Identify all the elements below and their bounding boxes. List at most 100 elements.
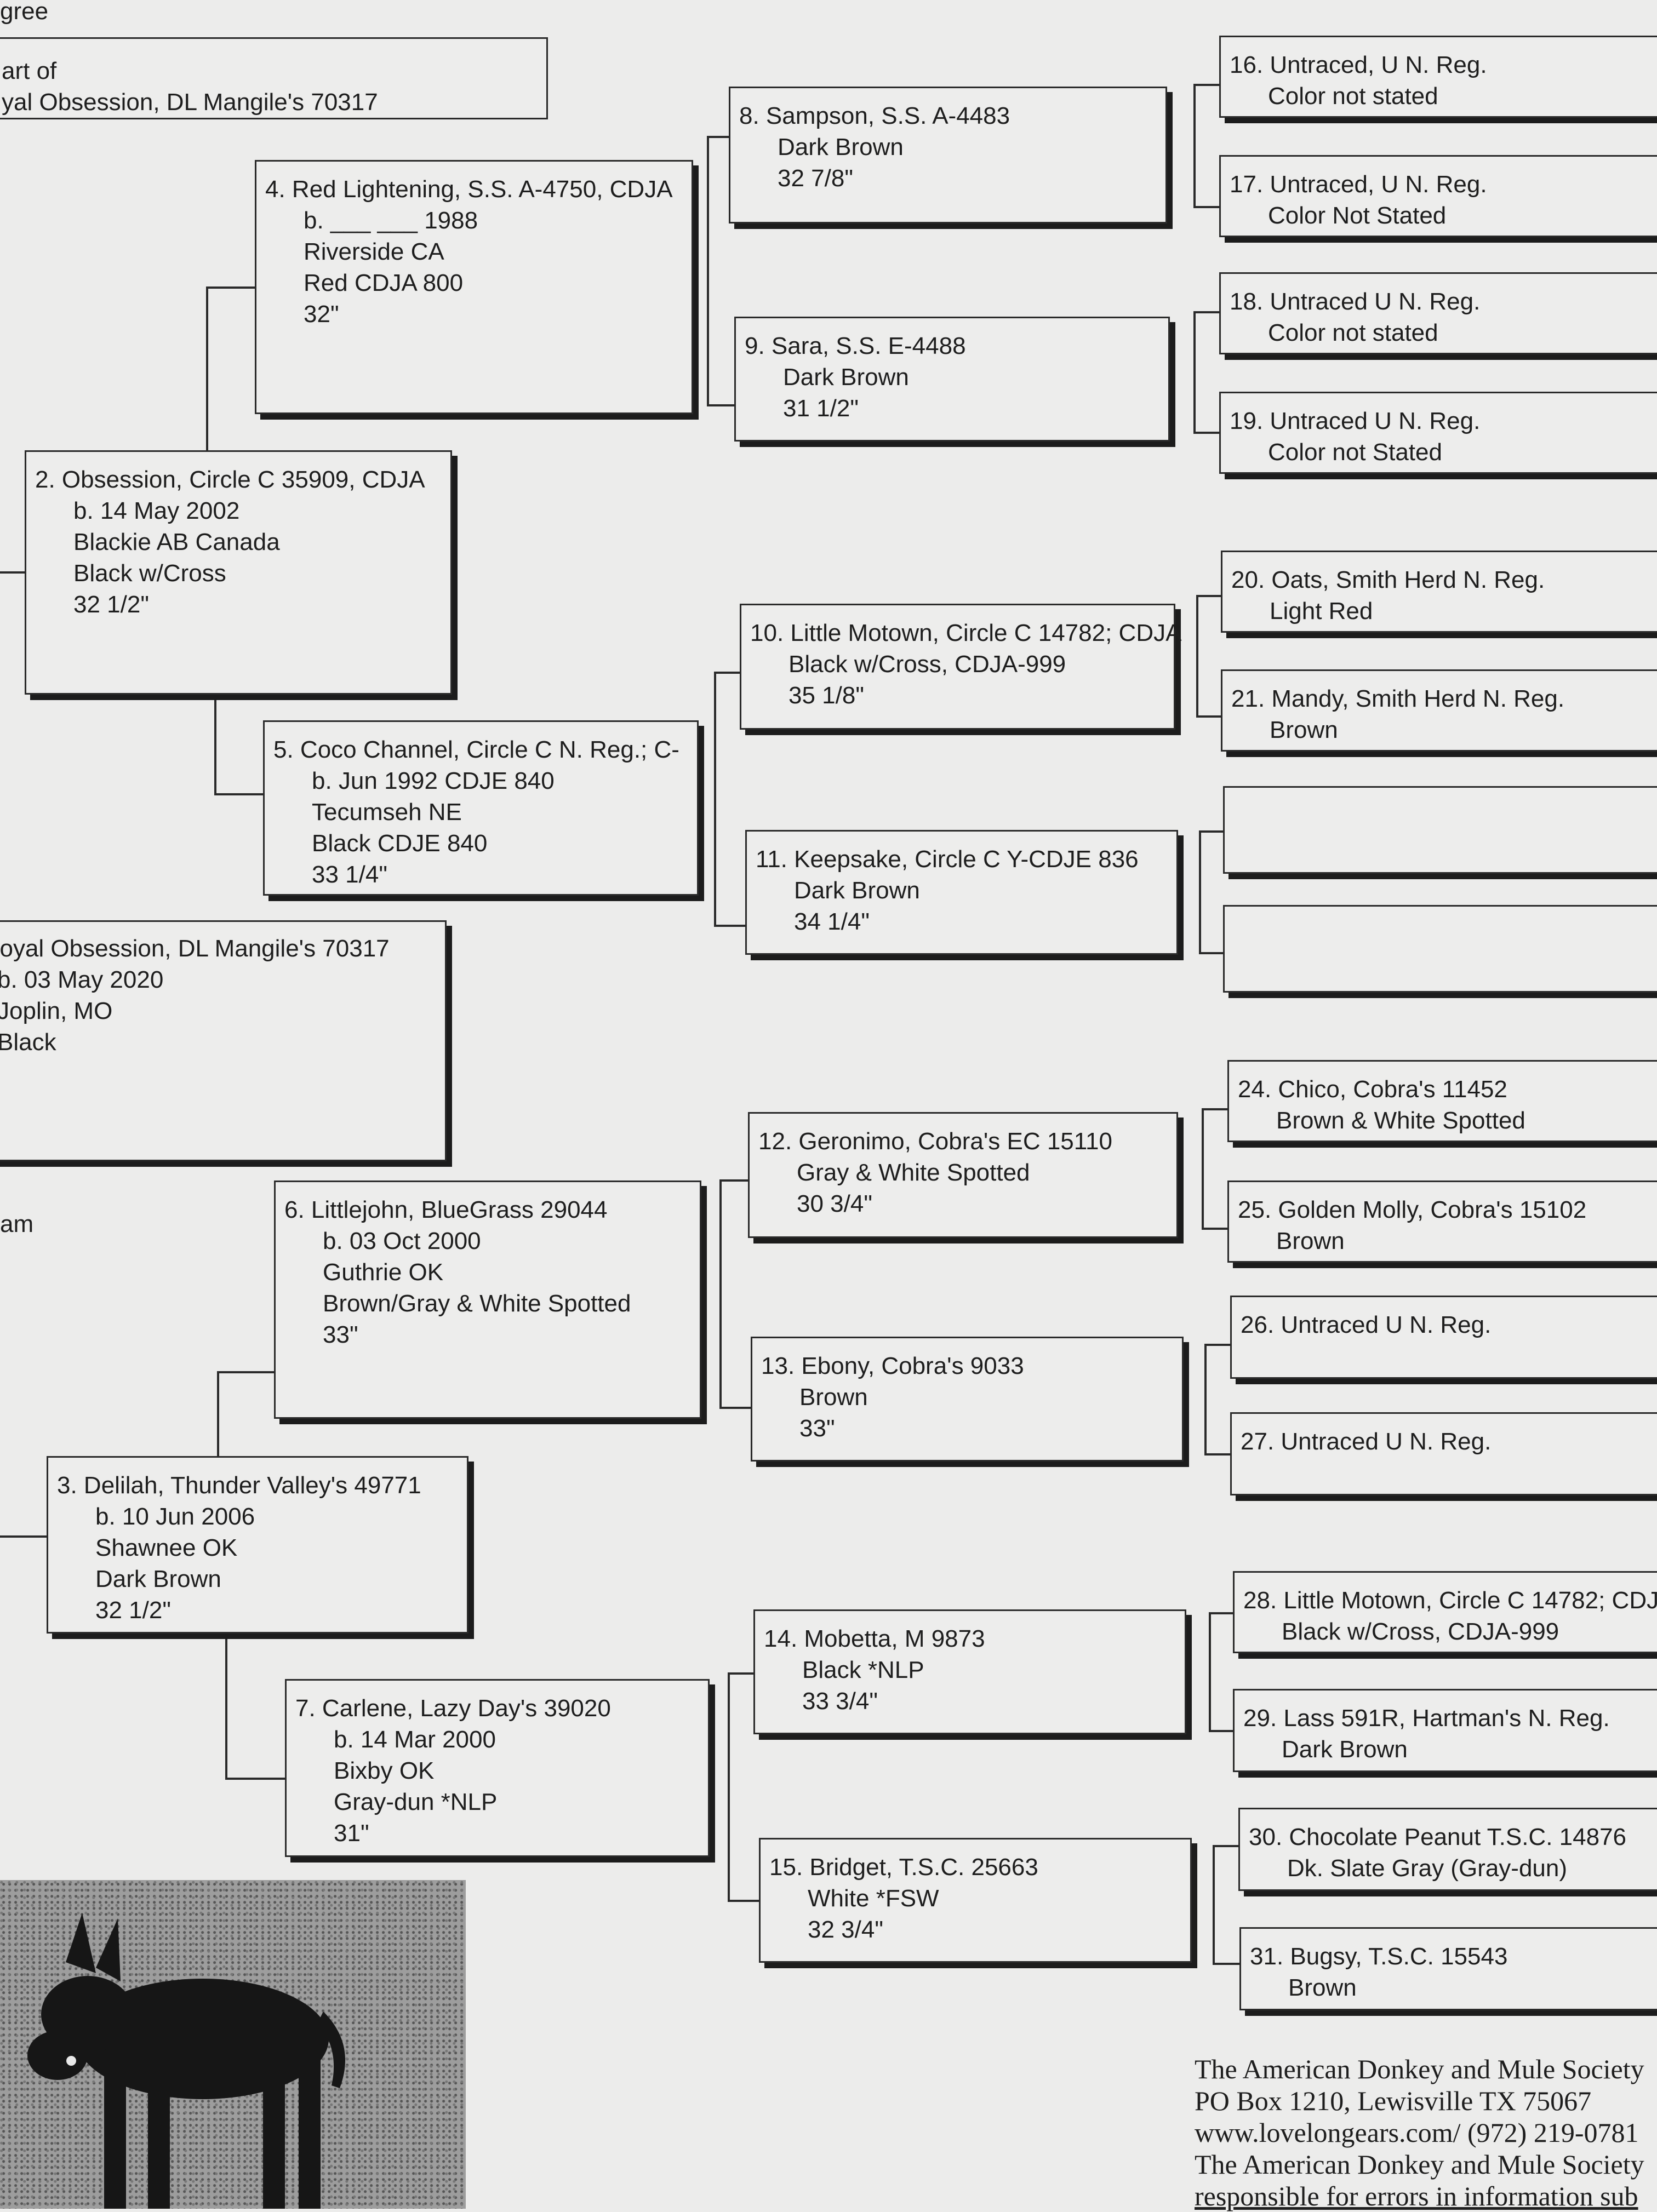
footer-disclaimer: responsible for errors in information su…: [1195, 2181, 1638, 2211]
society-footer: The American Donkey and Mule Society PO …: [1195, 2053, 1644, 2212]
ancestor-18: 18. Untraced U N. Reg. Color not stated: [1219, 272, 1657, 354]
ancestor-18-name: 18. Untraced U N. Reg.: [1230, 288, 1481, 315]
ancestor-2-color: Black w/Cross: [73, 560, 226, 587]
ancestor-24: 24. Chico, Cobra's 11452 Brown & White S…: [1227, 1060, 1657, 1142]
ancestor-3-name: 3. Delilah, Thunder Valley's 49771: [57, 1472, 421, 1499]
ancestor-7: 7. Carlene, Lazy Day's 39020 b. 14 Mar 2…: [285, 1679, 710, 1857]
ancestor-15: 15. Bridget, T.S.C. 25663 White *FSW 32 …: [759, 1838, 1192, 1963]
ancestor-28-color: Black w/Cross, CDJA-999: [1282, 1618, 1559, 1645]
ancestor-10-height: 35 1/8": [788, 682, 864, 709]
ancestor-2-born: b. 14 May 2002: [73, 497, 240, 524]
footer-website-phone[interactable]: www.lovelongears.com/ (972) 219-0781: [1195, 2117, 1639, 2148]
ancestor-2-place: Blackie AB Canada: [73, 529, 280, 555]
ancestor-31: 31. Bugsy, T.S.C. 15543 Brown: [1239, 1927, 1657, 2010]
header-subject-name: yal Obsession, DL Mangile's 70317: [2, 89, 378, 116]
donkey-photo: [0, 1880, 466, 2209]
ancestor-31-color: Brown: [1288, 1974, 1357, 2001]
ancestor-5-height: 33 1/4": [312, 861, 387, 888]
ancestor-27-name: 27. Untraced U N. Reg.: [1241, 1428, 1492, 1455]
ancestor-27: 27. Untraced U N. Reg.: [1230, 1412, 1657, 1495]
ancestor-3-place: Shawnee OK: [95, 1534, 238, 1561]
ancestor-14-name: 14. Mobetta, M 9873: [764, 1625, 985, 1652]
ancestor-7-height: 31": [334, 1820, 369, 1847]
ancestor-5-color: Black CDJE 840: [312, 830, 488, 857]
ancestor-30-color: Dk. Slate Gray (Gray-dun): [1287, 1855, 1568, 1882]
ancestor-9-color: Dark Brown: [783, 364, 909, 391]
ancestor-10: 10. Little Motown, Circle C 14782; CDJA …: [740, 604, 1182, 730]
ancestor-8-name: 8. Sampson, S.S. A-4483: [739, 102, 1010, 129]
ancestor-20: 20. Oats, Smith Herd N. Reg. Light Red: [1221, 551, 1657, 633]
ancestor-12: 12. Geronimo, Cobra's EC 15110 Gray & Wh…: [748, 1112, 1178, 1238]
ancestor-17-name: 17. Untraced, U N. Reg.: [1230, 171, 1487, 198]
ancestor-15-color: White *FSW: [808, 1885, 939, 1912]
ancestor-23-empty: [1223, 905, 1657, 993]
ancestor-2-name: 2. Obsession, Circle C 35909, CDJA: [35, 466, 425, 493]
ancestor-24-color: Brown & White Spotted: [1276, 1107, 1525, 1134]
ancestor-24-name: 24. Chico, Cobra's 11452: [1238, 1076, 1507, 1103]
ancestor-18-color: Color not stated: [1268, 319, 1438, 346]
ancestor-17-color: Color Not Stated: [1268, 202, 1447, 229]
ancestor-6-name: 6. Littlejohn, BlueGrass 29044: [284, 1196, 608, 1223]
ancestor-20-name: 20. Oats, Smith Herd N. Reg.: [1231, 566, 1545, 593]
subject-place: Joplin, MO: [0, 998, 113, 1024]
ancestor-6-born: b. 03 Oct 2000: [323, 1228, 481, 1254]
ancestor-11-height: 34 1/4": [794, 908, 870, 935]
ancestor-15-height: 32 3/4": [808, 1916, 883, 1943]
footer-line-1: The American Donkey and Mule Society: [1195, 2054, 1644, 2084]
subject-name: Loyal Obsession, DL Mangile's 70317: [0, 935, 390, 962]
ancestor-11-color: Dark Brown: [794, 877, 920, 904]
ancestor-17: 17. Untraced, U N. Reg. Color Not Stated: [1219, 155, 1657, 237]
ancestor-3-height: 32 1/2": [95, 1597, 171, 1624]
ancestor-31-name: 31. Bugsy, T.S.C. 15543: [1250, 1943, 1508, 1970]
ancestor-8-color: Dark Brown: [778, 134, 904, 161]
ancestor-13-height: 33": [799, 1415, 835, 1442]
ancestor-21: 21. Mandy, Smith Herd N. Reg. Brown: [1221, 669, 1657, 752]
ancestor-26: 26. Untraced U N. Reg.: [1230, 1296, 1657, 1379]
ancestor-9-name: 9. Sara, S.S. E-4488: [745, 333, 966, 359]
certificate-subject-header: art of yal Obsession, DL Mangile's 70317: [0, 37, 548, 119]
ancestor-8: 8. Sampson, S.S. A-4483 Dark Brown 32 7/…: [729, 87, 1167, 224]
ancestor-9: 9. Sara, S.S. E-4488 Dark Brown 31 1/2": [734, 317, 1170, 442]
ancestor-19-color: Color not Stated: [1268, 439, 1442, 466]
ancestor-3-color: Dark Brown: [95, 1566, 221, 1592]
ancestor-25-color: Brown: [1276, 1228, 1345, 1254]
ancestor-28: 28. Little Motown, Circle C 14782; CDJA …: [1233, 1571, 1657, 1653]
subject-color: Black: [0, 1029, 56, 1056]
ancestor-3-dam: 3. Delilah, Thunder Valley's 49771 b. 10…: [47, 1456, 468, 1634]
ancestor-10-name: 10. Little Motown, Circle C 14782; CDJA: [750, 620, 1182, 646]
ancestor-6: 6. Littlejohn, BlueGrass 29044 b. 03 Oct…: [274, 1181, 701, 1419]
ancestor-15-name: 15. Bridget, T.S.C. 25663: [769, 1854, 1038, 1881]
ancestor-6-height: 33": [323, 1321, 358, 1348]
ancestor-2-sire: 2. Obsession, Circle C 35909, CDJA b. 14…: [25, 450, 452, 695]
ancestor-28-name: 28. Little Motown, Circle C 14782; CDJA: [1243, 1587, 1657, 1614]
ancestor-3-born: b. 10 Jun 2006: [95, 1503, 255, 1530]
ancestor-11: 11. Keepsake, Circle C Y-CDJE 836 Dark B…: [745, 830, 1178, 955]
ancestor-19-name: 19. Untraced U N. Reg.: [1230, 408, 1481, 434]
ancestor-6-place: Guthrie OK: [323, 1259, 444, 1286]
ancestor-20-color: Light Red: [1270, 598, 1373, 624]
ancestor-30: 30. Chocolate Peanut T.S.C. 14876 Dk. Sl…: [1238, 1808, 1657, 1891]
ancestor-5-born: b. Jun 1992 CDJE 840: [312, 767, 555, 794]
ancestor-4-color: Red CDJA 800: [304, 270, 464, 296]
ancestor-14-height: 33 3/4": [802, 1688, 878, 1715]
ancestor-9-height: 31 1/2": [783, 395, 859, 422]
donkey-silhouette-icon: [27, 1913, 345, 2209]
ancestor-19: 19. Untraced U N. Reg. Color not Stated: [1219, 392, 1657, 474]
footer-line-4: The American Donkey and Mule Society: [1195, 2149, 1644, 2180]
ancestor-25-name: 25. Golden Molly, Cobra's 15102: [1238, 1196, 1587, 1223]
ancestor-22-empty: [1223, 786, 1657, 874]
ancestor-13-name: 13. Ebony, Cobra's 9033: [761, 1353, 1024, 1379]
ancestor-2-height: 32 1/2": [73, 591, 149, 618]
ancestor-16: 16. Untraced, U N. Reg. Color not stated: [1219, 36, 1657, 118]
ancestor-12-height: 30 3/4": [797, 1190, 872, 1217]
ancestor-30-name: 30. Chocolate Peanut T.S.C. 14876: [1249, 1824, 1627, 1850]
ancestor-26-name: 26. Untraced U N. Reg.: [1241, 1311, 1492, 1338]
ancestor-7-color: Gray-dun *NLP: [334, 1789, 498, 1815]
dam-side-label: am: [0, 1211, 34, 1237]
ancestor-14-color: Black *NLP: [802, 1657, 924, 1683]
ancestor-12-name: 12. Geronimo, Cobra's EC 15110: [758, 1128, 1112, 1155]
ancestor-5-place: Tecumseh NE: [312, 799, 462, 826]
ancestor-4-height: 32": [304, 301, 339, 328]
ancestor-11-name: 11. Keepsake, Circle C Y-CDJE 836: [756, 846, 1139, 873]
